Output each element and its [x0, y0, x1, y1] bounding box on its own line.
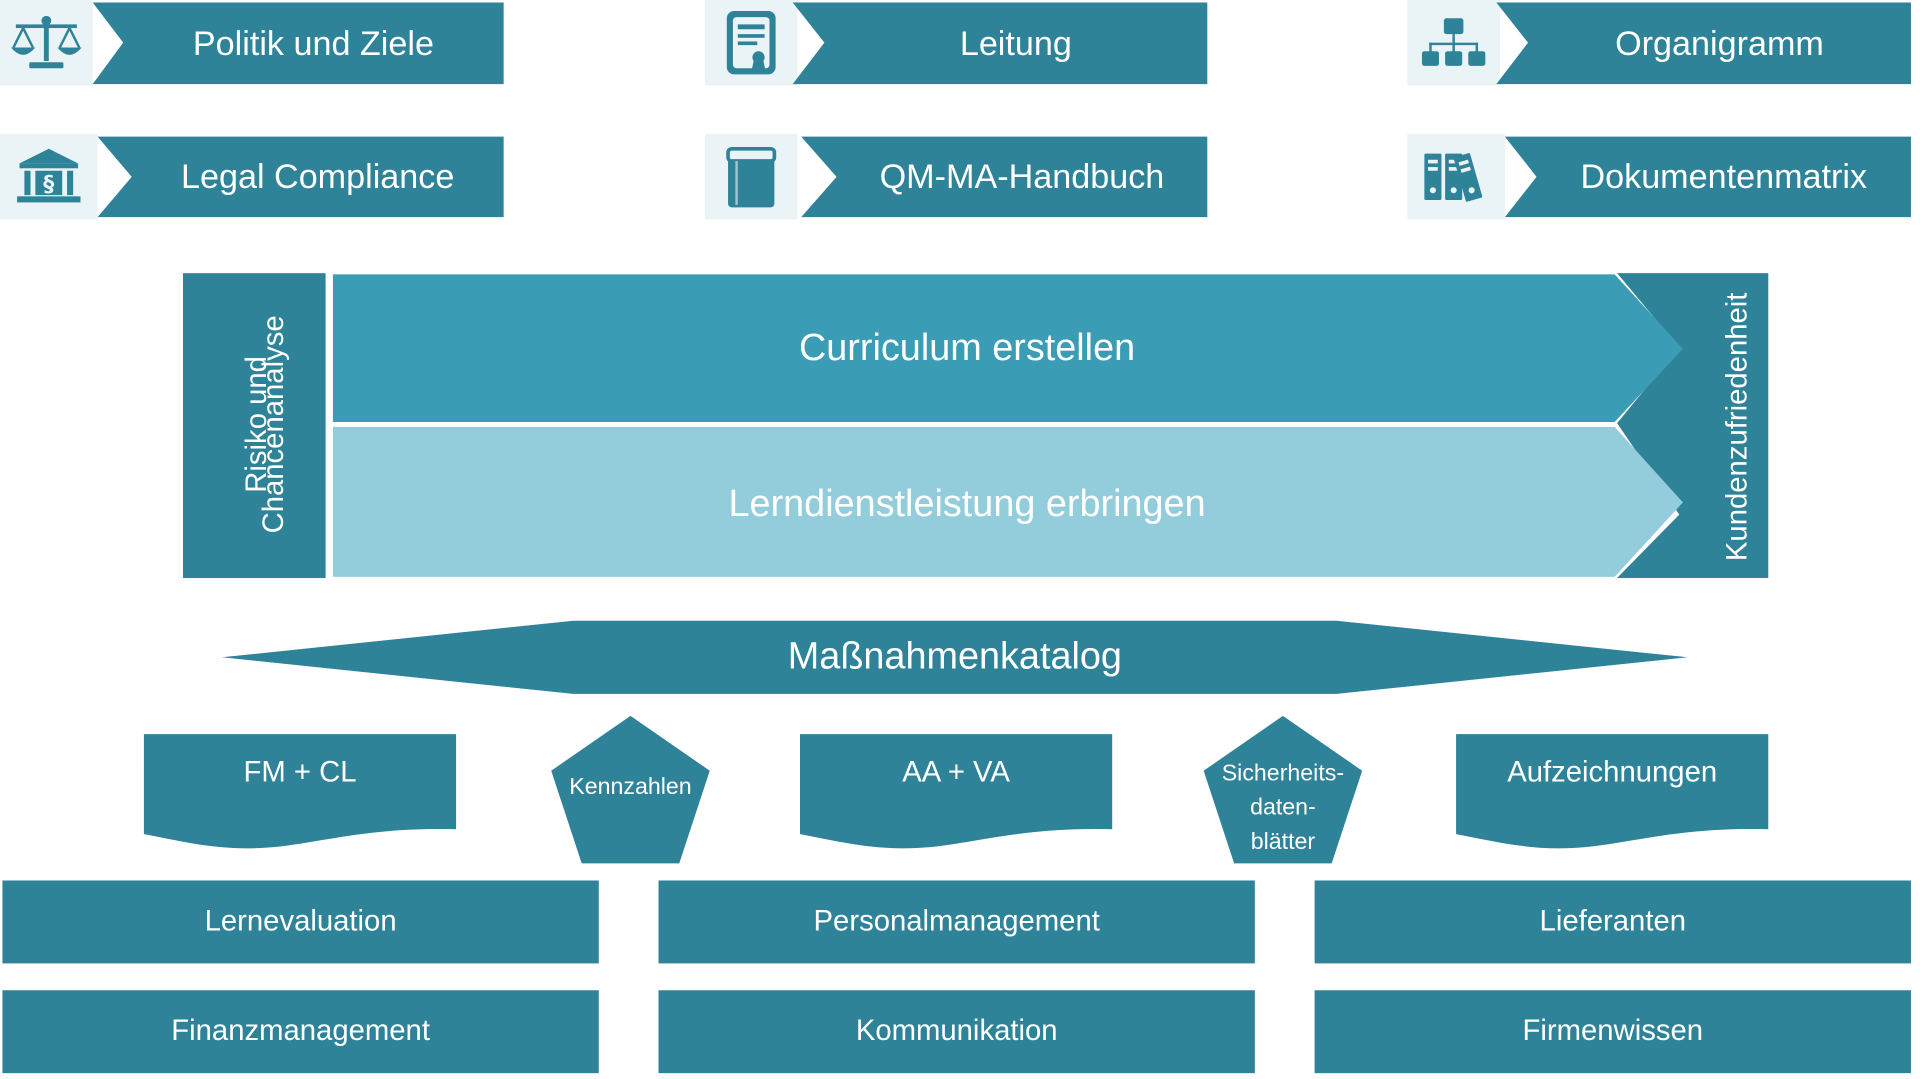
tab-leitung[interactable]: Leitung [704, 0, 1211, 86]
svg-text:§: § [43, 172, 54, 197]
pentagon-kennzahlen [551, 715, 710, 864]
left-label-line2: Chancenanalyse [257, 315, 291, 534]
pentagon-label-sdb-1: Sicherheits- [1221, 760, 1345, 787]
courthouse-paragraph-icon: § [0, 134, 98, 220]
tab-qm-ma-handbuch[interactable]: QM-MA-Handbuch [704, 134, 1211, 220]
document-shape-aufzeichnungen [1456, 734, 1769, 849]
pentagon-sicherheitsdatenblaetter [1203, 715, 1363, 864]
document-label-aufzeichnungen: Aufzeichnungen [1507, 756, 1718, 790]
process-block [182, 273, 1769, 579]
bar-firmenwissen[interactable]: Firmenwissen [1314, 990, 1911, 1074]
bar-lernevaluation[interactable]: Lernevaluation [2, 880, 599, 964]
bar-kommunikation[interactable]: Kommunikation [658, 990, 1255, 1074]
book-icon [704, 134, 798, 220]
tab-label: QM-MA-Handbuch [879, 157, 1165, 196]
process-row-curriculum: Curriculum erstellen [798, 325, 1136, 369]
binders-icon [1407, 134, 1505, 220]
tab-label: Organigramm [1615, 23, 1824, 62]
tab-dokumentenmatrix[interactable]: Dokumentenmatrix [1407, 134, 1913, 220]
process-row-lerndienstleistung: Lerndienstleistung erbringen [728, 481, 1206, 524]
bar-lieferanten[interactable]: Lieferanten [1314, 880, 1911, 964]
tab-label: Politik und Ziele [192, 23, 434, 62]
catalog-banner [221, 620, 1688, 694]
tab-politik-und-ziele[interactable]: Politik und Ziele [0, 0, 506, 86]
right-label-kundenzufriedenheit: Kundenzufriedenheit [1720, 292, 1754, 562]
catalog-label: Maßnahmenkatalog [787, 634, 1122, 677]
pentagon-label-kennzahlen: Kennzahlen [569, 774, 692, 800]
pentagon-label-sdb-2: daten- [1250, 795, 1316, 821]
bar-personalmanagement[interactable]: Personalmanagement [658, 880, 1255, 964]
document-shape-aa-va [799, 734, 1113, 849]
tab-label: Dokumentenmatrix [1580, 157, 1868, 196]
tab-legal-compliance[interactable]: § Legal Compliance [0, 134, 506, 220]
tab-label: Legal Compliance [181, 157, 455, 196]
document-label-aa-va: AA + VA [902, 756, 1010, 790]
org-chart-icon [1407, 0, 1500, 86]
pentagon-label-sdb-3: blätter [1250, 829, 1316, 855]
document-label-fm-cl: FM + CL [243, 756, 357, 790]
tab-label: Leitung [959, 23, 1072, 62]
document-row [143, 715, 1769, 864]
tab-organigramm[interactable]: Organigramm [1407, 0, 1913, 86]
certificate-icon [704, 0, 798, 86]
bar-finanzmanagement[interactable]: Finanzmanagement [2, 990, 599, 1074]
scales-icon [0, 0, 93, 86]
document-shape-fm-cl [143, 734, 457, 849]
